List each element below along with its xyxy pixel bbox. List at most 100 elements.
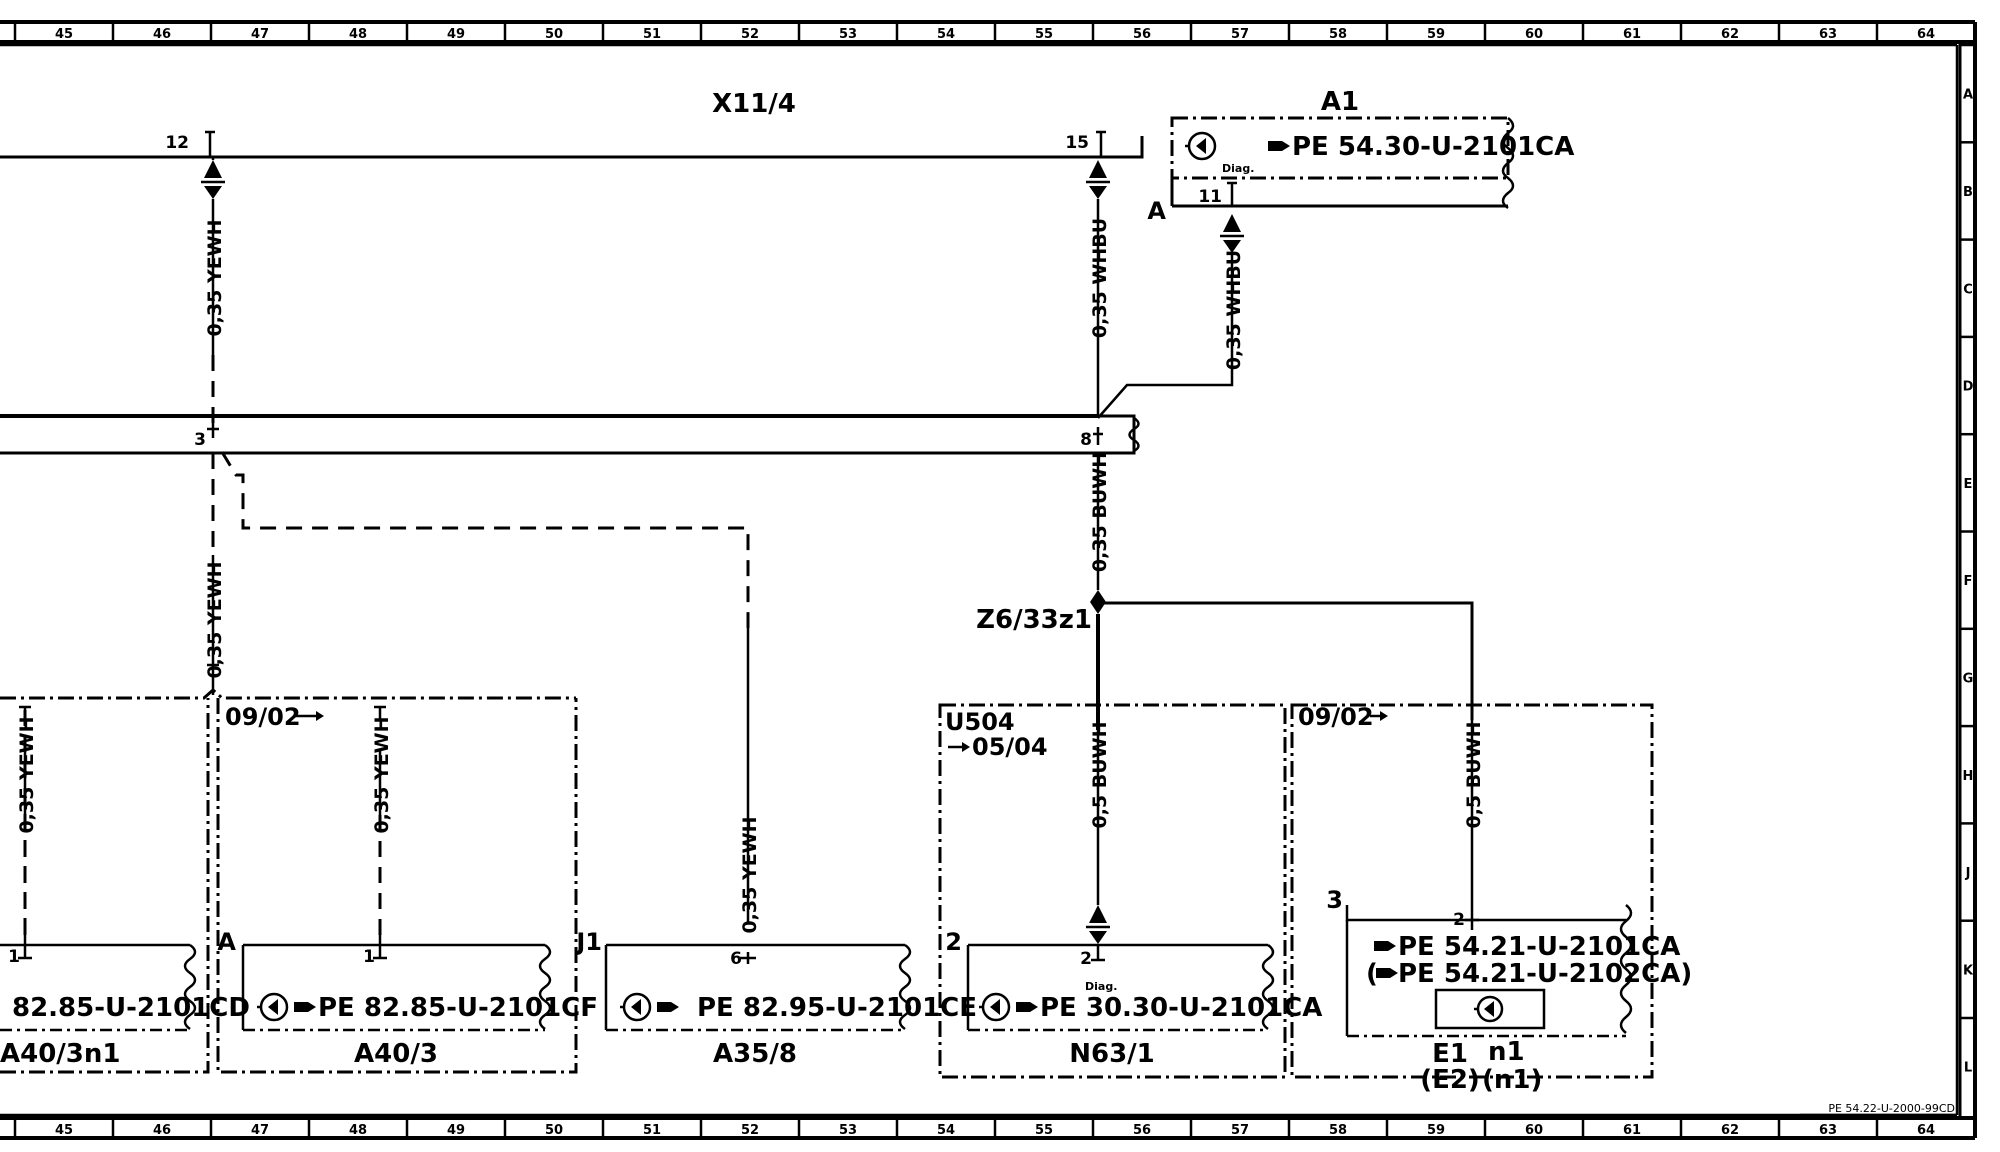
column-label: 63 (1819, 27, 1837, 42)
n63-1-ref: PE 30.30-U-2101CA (1040, 993, 1322, 1023)
a1-connector-label: A (1147, 197, 1166, 225)
row-label: B (1963, 185, 1973, 200)
row-label: F (1964, 574, 1973, 589)
component-n63-1: 2 PE 30.30-U-2101CA N63/1 2 Diag. (945, 928, 1322, 1069)
a35-8-connector: J1 (574, 928, 602, 956)
plug-symbol-a (201, 157, 225, 199)
column-label: 59 (1427, 1123, 1445, 1138)
column-label: 64 (1917, 1123, 1935, 1138)
e1-pin: 2 (1453, 910, 1465, 930)
column-label: 58 (1329, 1123, 1347, 1138)
column-label: 46 (153, 1123, 171, 1138)
pin-3-label: 3 (194, 430, 206, 450)
group-u504: U504 05/04 (938, 703, 1287, 1079)
pin-12-contact (205, 130, 215, 157)
group-u504-code: U504 (945, 708, 1015, 736)
column-label: 50 (545, 1123, 563, 1138)
a35-8-ref: PE 82.95-U-2101CE (697, 993, 977, 1023)
row-label: G (1963, 671, 1974, 686)
e1-pointer-icon-1 (1374, 941, 1396, 951)
row-label: A (1963, 88, 1973, 103)
wire-label-w8: 0,35 YEWH (739, 816, 761, 933)
component-a1-ref: PE 54.30-U-2101CA (1292, 132, 1574, 162)
column-label: 59 (1427, 27, 1445, 42)
column-label: 51 (643, 1123, 661, 1138)
column-label: 47 (251, 1123, 269, 1138)
group-right-date: 09/02 (1298, 703, 1374, 731)
column-label: 52 (741, 1123, 759, 1138)
e1-ref1: PE 54.21-U-2101CA (1398, 932, 1680, 962)
component-a40-3: A PE 82.85-U-2101CF A40/3 1 (217, 928, 598, 1069)
group-u504-date: 05/04 (972, 733, 1048, 761)
column-label: 50 (545, 27, 563, 42)
column-label: 57 (1231, 27, 1249, 42)
column-label: 62 (1721, 1123, 1739, 1138)
e1-alt-name: (E2) (1420, 1065, 1480, 1095)
pin-8-label: 8 (1080, 430, 1092, 450)
a40-3-pointer-icon (294, 1002, 316, 1012)
n63-1-pin: 2 (1080, 949, 1092, 969)
mid-break-symbol (1128, 416, 1140, 453)
e1-connector: 3 (1326, 886, 1343, 914)
wire-label-w7: 0,35 YEWH (371, 716, 393, 833)
group-right-arrow-icon (1370, 711, 1388, 721)
column-label: 60 (1525, 1123, 1543, 1138)
n63-1-connector: 2 (945, 928, 962, 956)
connector-x11-4: X11/4 12 15 (0, 89, 1144, 159)
column-label: 56 (1133, 1123, 1151, 1138)
plug-symbol-d (1086, 905, 1110, 944)
a35-8-pin: 6 (730, 949, 742, 969)
column-label: 57 (1231, 1123, 1249, 1138)
component-a1: A1 PE 54.30-U-2101CA Diag. 11 A (1147, 87, 1574, 225)
splice-label: Z6/33z1 (976, 605, 1092, 635)
connector-bar-mid: 3 8 (0, 414, 1140, 455)
a1-diag-label: Diag. (1222, 162, 1254, 175)
splice-z6-33z1: Z6/33z1 (976, 453, 1474, 720)
e1-pointer-icon-2 (1376, 968, 1398, 978)
column-label: 54 (937, 27, 955, 42)
column-label: 63 (1819, 1123, 1837, 1138)
column-label: 61 (1623, 1123, 1641, 1138)
pin-15-label: 15 (1065, 133, 1089, 153)
row-label: H (1963, 769, 1974, 784)
e1-sub-alt: (n1) (1482, 1065, 1542, 1095)
n63-1-pointer-icon (1016, 1002, 1038, 1012)
pin-12-label: 12 (165, 133, 189, 153)
component-a35-8: J1 PE 82.95-U-2101CE A35/8 6 (574, 928, 977, 1069)
column-label: 53 (839, 27, 857, 42)
pin-8-contact (1093, 427, 1103, 445)
pin-15-contact (1096, 130, 1106, 157)
column-label: 46 (153, 27, 171, 42)
a35-8-pointer-icon (657, 1002, 679, 1012)
column-label: 55 (1035, 1123, 1053, 1138)
column-label: 49 (447, 27, 465, 42)
a40-3n1-ref: 82.85-U-2101CD (12, 993, 250, 1023)
group-u504-arrow-icon (948, 742, 970, 752)
wire-label-w3: 0,35 WHBU (1223, 250, 1245, 370)
plug-symbol-c (1220, 214, 1244, 253)
a40-3-ref: PE 82.85-U-2101CF (318, 993, 598, 1023)
column-label: 52 (741, 27, 759, 42)
group-left: 09/02 (0, 687, 578, 1074)
pin-3-contact (207, 423, 219, 438)
component-e1: 3 2 PE 54.21-U-2101CA ( PE 54.21-U-2102C… (1326, 886, 1692, 1095)
row-label: E (1964, 477, 1973, 492)
a1-break-symbol (1501, 117, 1515, 210)
group-right: 09/02 (1290, 703, 1654, 1079)
column-label: 49 (447, 1123, 465, 1138)
connector-x11-4-label: X11/4 (712, 89, 796, 119)
e1-ref2-prefix: ( (1366, 959, 1378, 989)
row-label: C (1963, 282, 1973, 297)
wire-label-w4: 0,35 BUWH (1089, 452, 1111, 572)
e1-name: E1 (1432, 1039, 1468, 1069)
column-label: 60 (1525, 27, 1543, 42)
wire-labels: 0,35 YEWH 0,35 WHBU 0,35 WHBU 0,35 BUWH … (16, 218, 1485, 934)
column-label: 64 (1917, 27, 1935, 42)
column-label: 48 (349, 1123, 367, 1138)
row-label: J (1965, 866, 1971, 881)
row-label: D (1963, 380, 1974, 395)
n63-1-diag-label: Diag. (1085, 980, 1117, 993)
column-label: 51 (643, 27, 661, 42)
